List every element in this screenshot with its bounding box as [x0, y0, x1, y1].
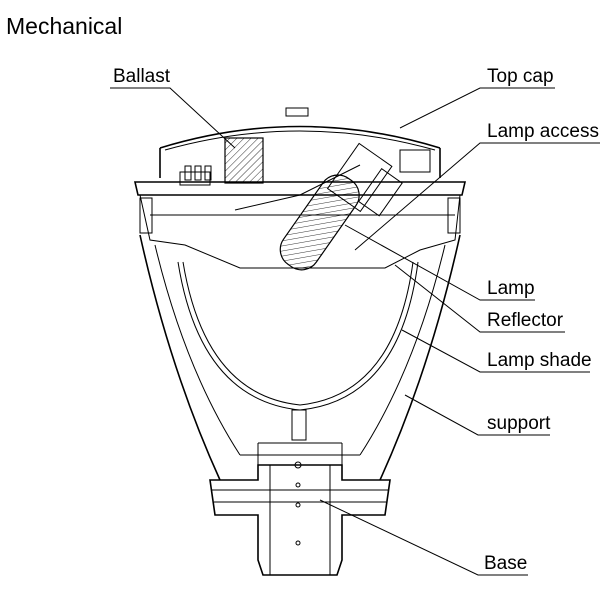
diagram-title: Mechanical [6, 13, 122, 39]
base [209, 442, 391, 576]
label-base: Base [484, 553, 527, 574]
label-lamp-access: Lamp access [487, 121, 599, 142]
label-reflector: Reflector [487, 310, 564, 331]
reflector [177, 261, 419, 411]
label-lamp-shade: Lamp shade [487, 350, 592, 371]
top-cap [159, 107, 441, 178]
label-ballast: Ballast [113, 66, 171, 87]
label-lamp: Lamp [487, 278, 535, 299]
label-support: support [487, 413, 551, 434]
ballast [224, 137, 264, 184]
leader-lines [110, 87, 600, 576]
lamp [279, 142, 403, 271]
label-top-cap: Top cap [487, 66, 554, 87]
